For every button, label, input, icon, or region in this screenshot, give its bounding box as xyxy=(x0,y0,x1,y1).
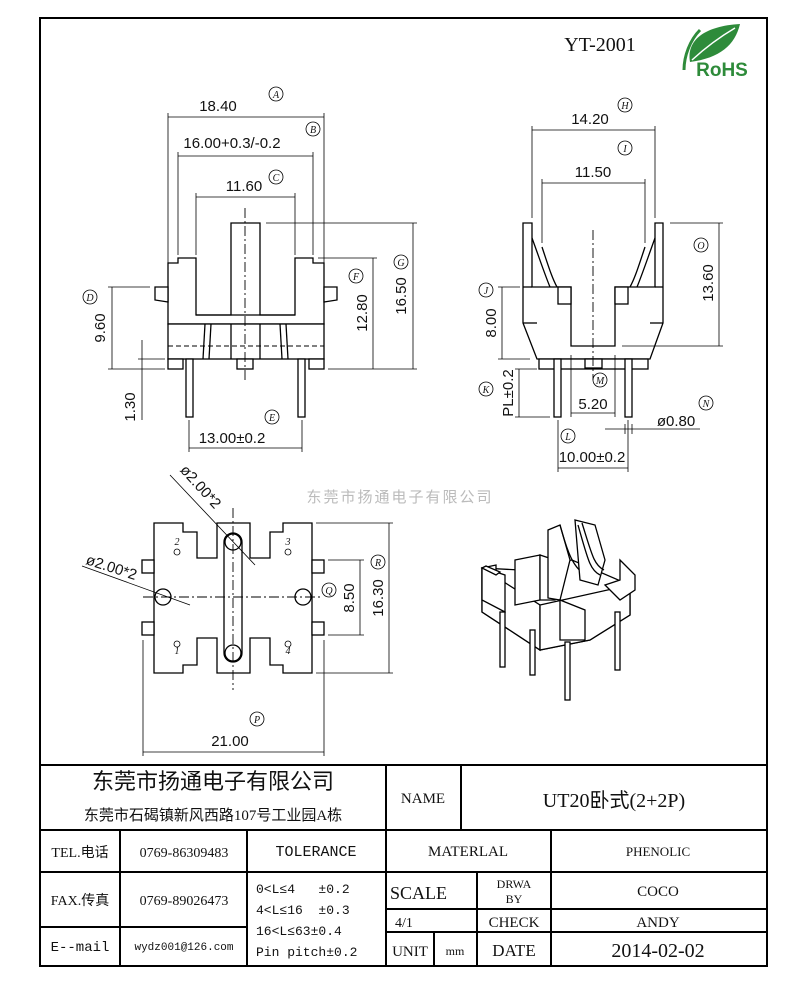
label-title-block-tolerances-3: Pin pitch±0.2 xyxy=(256,945,357,960)
label-title-block-tolerances-2: 16<L≤63±0.4 xyxy=(256,924,342,939)
isometric-view xyxy=(480,519,636,701)
label-bottom-view-pin-numbers-0: 2 xyxy=(175,537,180,548)
drawing-frame xyxy=(39,17,768,967)
label-side-view-labels-J: J xyxy=(484,286,489,297)
part-number: YT-2001 xyxy=(564,34,635,56)
label-title-block-drawn-label-2: BY xyxy=(506,892,523,906)
label-side-view-labels-L: L xyxy=(564,432,571,443)
label-title-block-email-value: wydz001@126.com xyxy=(134,942,233,954)
label-title-block-scale-label: SCALE xyxy=(390,883,447,903)
label-front-view-labels-C: C xyxy=(273,173,280,184)
label-bottom-view-pin-numbers-1: 3 xyxy=(285,537,291,548)
label-title-block-tolerances-0: 0<L≤4 ±0.2 xyxy=(256,882,350,897)
label-title-block-date-label: DATE xyxy=(492,941,535,960)
label-front-view-dims-D: 9.60 xyxy=(92,313,109,342)
company-name: 东莞市扬通电子有限公司 xyxy=(92,769,334,794)
label-side-view-dims-L: 10.00±0.2 xyxy=(559,449,626,466)
label-front-view-labels-F: F xyxy=(352,272,360,283)
label-side-view-dims-I: 11.50 xyxy=(575,164,611,181)
label-side-view-labels-K: K xyxy=(482,385,491,396)
label-front-view-labels-D: D xyxy=(85,293,94,304)
label-title-block-tel-value: 0769-86309483 xyxy=(140,846,229,861)
label-title-block-tolerance-label: TOLERANCE xyxy=(275,844,356,861)
label-title-block-fax-value: 0769-89026473 xyxy=(140,894,229,909)
label-title-block-drawn-value: COCO xyxy=(637,884,679,900)
rohs-logo: RoHS xyxy=(682,24,748,81)
label-title-block-email-label: E--mail xyxy=(51,940,110,956)
company-address: 东莞市石碣镇新风西路107号工业园A栋 xyxy=(84,806,342,824)
part-name: UT20卧式(2+2P) xyxy=(543,789,685,812)
label-header-logo-text: RoHS xyxy=(696,60,748,81)
label-bottom-view-dims-hole1: ø2.00*2 xyxy=(176,462,224,512)
label-side-view-labels-I: I xyxy=(622,144,627,155)
label-title-block-fax-label: FAX.传真 xyxy=(51,893,109,909)
label-bottom-view-labels-P: P xyxy=(253,715,260,726)
watermark: 东莞市扬通电子有限公司 xyxy=(306,489,493,506)
label-side-view-dims-O: 13.60 xyxy=(700,264,717,302)
label-side-view-dims-J: 8.00 xyxy=(483,308,500,337)
label-title-block-name-label: NAME xyxy=(401,791,445,807)
label-front-view-labels-E: E xyxy=(268,413,275,424)
label-bottom-view-dims-hole2: ø2.00*2 xyxy=(84,552,139,584)
label-title-block-unit-label: UNIT xyxy=(392,944,428,960)
label-bottom-view-dims-P: 21.00 xyxy=(211,733,249,750)
label-bottom-view-pin-numbers-3: 4 xyxy=(286,646,291,657)
label-bottom-view-pin-numbers-2: 1 xyxy=(175,646,180,657)
label-side-view-dims-N: ø0.80 xyxy=(657,413,695,430)
label-side-view-dims-M: 5.20 xyxy=(578,396,607,413)
label-side-view-dims-H: 14.20 xyxy=(571,111,609,128)
label-front-view-labels-A: A xyxy=(272,90,280,101)
label-bottom-view-labels-R: R xyxy=(374,558,381,569)
label-side-view-labels-M: M xyxy=(595,376,605,387)
label-side-view-labels-H: H xyxy=(620,101,629,112)
label-side-view-dims-K: PL±0.2 xyxy=(500,369,517,416)
label-front-view-dims-F: 12.80 xyxy=(354,294,371,332)
front-view: 18.40 16.00+0.3/-0.2 11.60 13.00±0.2 9.6… xyxy=(82,86,417,452)
label-title-block-tel-label: TEL.电话 xyxy=(51,845,108,861)
label-front-view-dims-E: 13.00±0.2 xyxy=(199,430,266,447)
label-front-view-dims-A: 18.40 xyxy=(199,98,237,115)
label-title-block-check-value: ANDY xyxy=(636,915,679,931)
label-bottom-view-dims-Q: 8.50 xyxy=(341,583,358,612)
label-front-view-labels-B: B xyxy=(310,125,316,136)
label-bottom-view-labels-Q: Q xyxy=(325,586,333,597)
label-bottom-view-dims-R: 16.30 xyxy=(370,579,387,617)
label-title-block-tolerances-1: 4<L≤16 ±0.3 xyxy=(256,903,350,918)
side-view: 14.20 11.50 13.60 8.00 PL±0.2 5.20 10.00… xyxy=(478,97,723,472)
label-side-view-labels-N: N xyxy=(702,399,711,410)
label-front-view-dims-pin: 1.30 xyxy=(122,392,139,421)
label-title-block-drawn-label-1: DRWA xyxy=(497,877,532,891)
label-title-block-date-value: 2014-02-02 xyxy=(611,940,704,962)
label-front-view-labels-G: G xyxy=(397,258,404,269)
label-front-view-dims-B: 16.00+0.3/-0.2 xyxy=(183,135,280,152)
label-side-view-labels-O: O xyxy=(697,241,704,252)
label-title-block-unit-value: mm xyxy=(446,944,465,958)
label-title-block-material-label: MATERLAL xyxy=(428,844,508,860)
label-front-view-dims-C: 11.60 xyxy=(226,178,262,195)
title-block: 东莞市扬通电子有限公司 东莞市石碣镇新风西路107号工业园A栋 NAME UT2… xyxy=(40,764,767,966)
label-title-block-material-value: PHENOLIC xyxy=(626,844,690,859)
label-title-block-scale-value: 4/1 xyxy=(395,916,413,931)
label-title-block-check-label: CHECK xyxy=(489,915,540,931)
label-front-view-dims-G: 16.50 xyxy=(393,277,410,315)
